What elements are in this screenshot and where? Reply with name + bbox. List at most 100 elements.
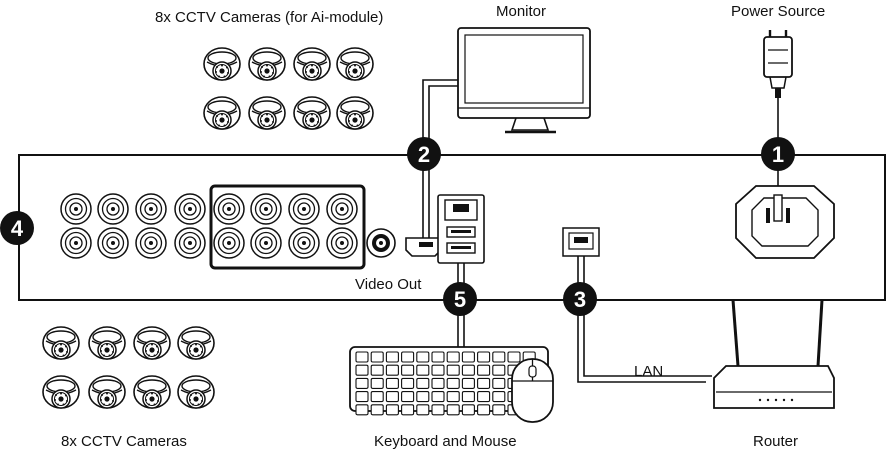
keyboard-key xyxy=(401,404,415,416)
camera-icon xyxy=(293,96,331,130)
mouse-icon xyxy=(511,358,554,423)
bnc-port-icon xyxy=(250,227,282,259)
camera-icon xyxy=(42,326,80,360)
bnc-port-icon xyxy=(97,227,129,259)
badge-3: 3 xyxy=(563,282,597,316)
keyboard-key xyxy=(492,404,506,416)
badge-1: 1 xyxy=(761,137,795,171)
keyboard-key xyxy=(385,404,399,416)
camera-icon xyxy=(133,375,171,409)
keyboard-key xyxy=(355,391,369,403)
bnc-port-icon xyxy=(135,193,167,225)
svg-text:3: 3 xyxy=(574,287,586,312)
keyboard-key xyxy=(385,391,399,403)
router-icon xyxy=(713,299,835,409)
keyboard-key xyxy=(370,351,384,363)
badge-5: 5 xyxy=(443,282,477,316)
keyboard-key xyxy=(385,377,399,389)
keyboard-key xyxy=(477,391,491,403)
keyboard-key xyxy=(385,351,399,363)
camera-icon xyxy=(248,96,286,130)
keyboard-key xyxy=(477,351,491,363)
bnc-port-icon xyxy=(288,193,320,225)
keyboard-key xyxy=(461,391,475,403)
ai-module-ports-highlight xyxy=(209,184,366,270)
keyboard-key xyxy=(477,364,491,376)
bnc-port-icon xyxy=(97,193,129,225)
keyboard-mouse-label: Keyboard and Mouse xyxy=(374,433,517,450)
camera-icon xyxy=(177,326,215,360)
keyboard-key xyxy=(446,404,460,416)
keyboard-key xyxy=(461,377,475,389)
bnc-port-icon xyxy=(250,193,282,225)
keyboard-key xyxy=(355,351,369,363)
keyboard-key xyxy=(492,351,506,363)
keyboard-key xyxy=(492,364,506,376)
bnc-inputs xyxy=(60,193,358,259)
keyboard-key xyxy=(370,391,384,403)
bnc-port-icon xyxy=(213,193,245,225)
bnc-port-icon xyxy=(174,193,206,225)
keyboard-key xyxy=(370,377,384,389)
keyboard-key xyxy=(416,364,430,376)
badge-2: 2 xyxy=(407,137,441,171)
keyboard-key xyxy=(492,377,506,389)
camera-icon xyxy=(336,96,374,130)
video-out-label: Video Out xyxy=(355,276,422,293)
keyboard-key xyxy=(446,351,460,363)
keyboard-key xyxy=(401,364,415,376)
bnc-port-icon xyxy=(213,227,245,259)
keyboard-key xyxy=(446,377,460,389)
keyboard-key xyxy=(355,404,369,416)
keyboard-key xyxy=(355,364,369,376)
keyboard-key xyxy=(401,377,415,389)
keyboard-key xyxy=(431,364,445,376)
power-plug-icon xyxy=(763,30,793,98)
camera-icon xyxy=(248,47,286,81)
monitor-label: Monitor xyxy=(496,3,546,20)
bnc-port-icon xyxy=(174,227,206,259)
bnc-port-icon xyxy=(60,193,92,225)
bottom-cameras-group xyxy=(42,326,215,409)
power-source-label: Power Source xyxy=(731,3,825,20)
keyboard-key xyxy=(370,364,384,376)
video-out-port-icon xyxy=(366,228,396,258)
keyboard-key xyxy=(416,404,430,416)
keyboard-key xyxy=(370,404,384,416)
keyboard-key xyxy=(492,391,506,403)
camera-icon xyxy=(133,326,171,360)
top-cameras-label: 8x CCTV Cameras (for Ai-module) xyxy=(155,9,383,26)
keyboard-key xyxy=(431,391,445,403)
svg-text:2: 2 xyxy=(418,142,430,167)
keyboard-icon xyxy=(349,346,549,416)
svg-text:1: 1 xyxy=(772,142,784,167)
top-cameras-group xyxy=(203,47,374,130)
keyboard-key xyxy=(507,351,521,363)
camera-icon xyxy=(203,47,241,81)
keyboard-key xyxy=(477,404,491,416)
lan-label: LAN xyxy=(634,363,663,380)
camera-icon xyxy=(177,375,215,409)
keyboard-key xyxy=(385,364,399,376)
lan-port-icon xyxy=(562,227,600,257)
power-inlet-icon xyxy=(735,185,835,259)
bnc-port-icon xyxy=(60,227,92,259)
monitor-icon xyxy=(457,27,591,134)
bnc-port-icon xyxy=(135,227,167,259)
svg-text:5: 5 xyxy=(454,287,466,312)
keyboard-key xyxy=(416,377,430,389)
keyboard-key xyxy=(416,351,430,363)
bnc-port-icon xyxy=(326,193,358,225)
keyboard-key xyxy=(416,391,430,403)
keyboard-key xyxy=(431,377,445,389)
badge-4: 4 xyxy=(0,211,34,245)
camera-icon xyxy=(88,326,126,360)
bnc-port-icon xyxy=(288,227,320,259)
bottom-cameras-label: 8x CCTV Cameras xyxy=(61,433,187,450)
keyboard-key xyxy=(401,351,415,363)
camera-icon xyxy=(42,375,80,409)
camera-icon xyxy=(336,47,374,81)
camera-icon xyxy=(203,96,241,130)
svg-text:4: 4 xyxy=(11,216,24,241)
